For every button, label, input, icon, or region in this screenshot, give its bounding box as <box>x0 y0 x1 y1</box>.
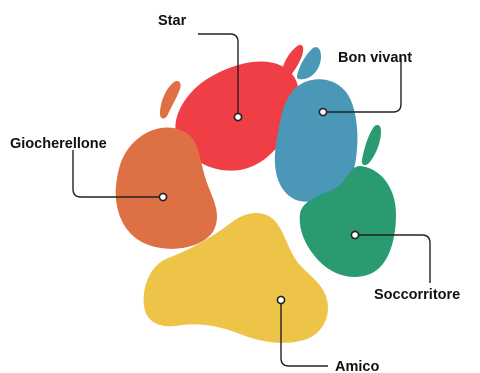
giocherellone-toe <box>115 127 217 249</box>
amico-leader <box>280 300 328 367</box>
giocherellone-leader <box>72 150 163 198</box>
bon-vivant-claw <box>296 47 321 80</box>
giocherellone-label: Giocherellone <box>10 136 107 152</box>
giocherellone-claw <box>160 80 181 119</box>
bon-vivant-marker <box>318 107 328 117</box>
soccorritore-label: Soccorritore <box>374 287 460 303</box>
star-marker <box>233 112 243 122</box>
soccorritore-toe <box>299 166 396 277</box>
soccorritore-claw <box>361 124 381 166</box>
giocherellone-marker <box>158 192 168 202</box>
soccorritore-marker <box>350 230 360 240</box>
star-leader <box>198 33 239 117</box>
amico-pad <box>143 213 328 343</box>
star-label: Star <box>158 13 187 29</box>
amico-marker <box>276 295 286 305</box>
amico-label: Amico <box>335 359 379 373</box>
soccorritore-leader <box>355 234 431 283</box>
bon-vivant-leader <box>323 58 402 113</box>
bon-vivant-label: Bon vivant <box>338 50 412 66</box>
bon-vivant-toe <box>274 79 358 202</box>
